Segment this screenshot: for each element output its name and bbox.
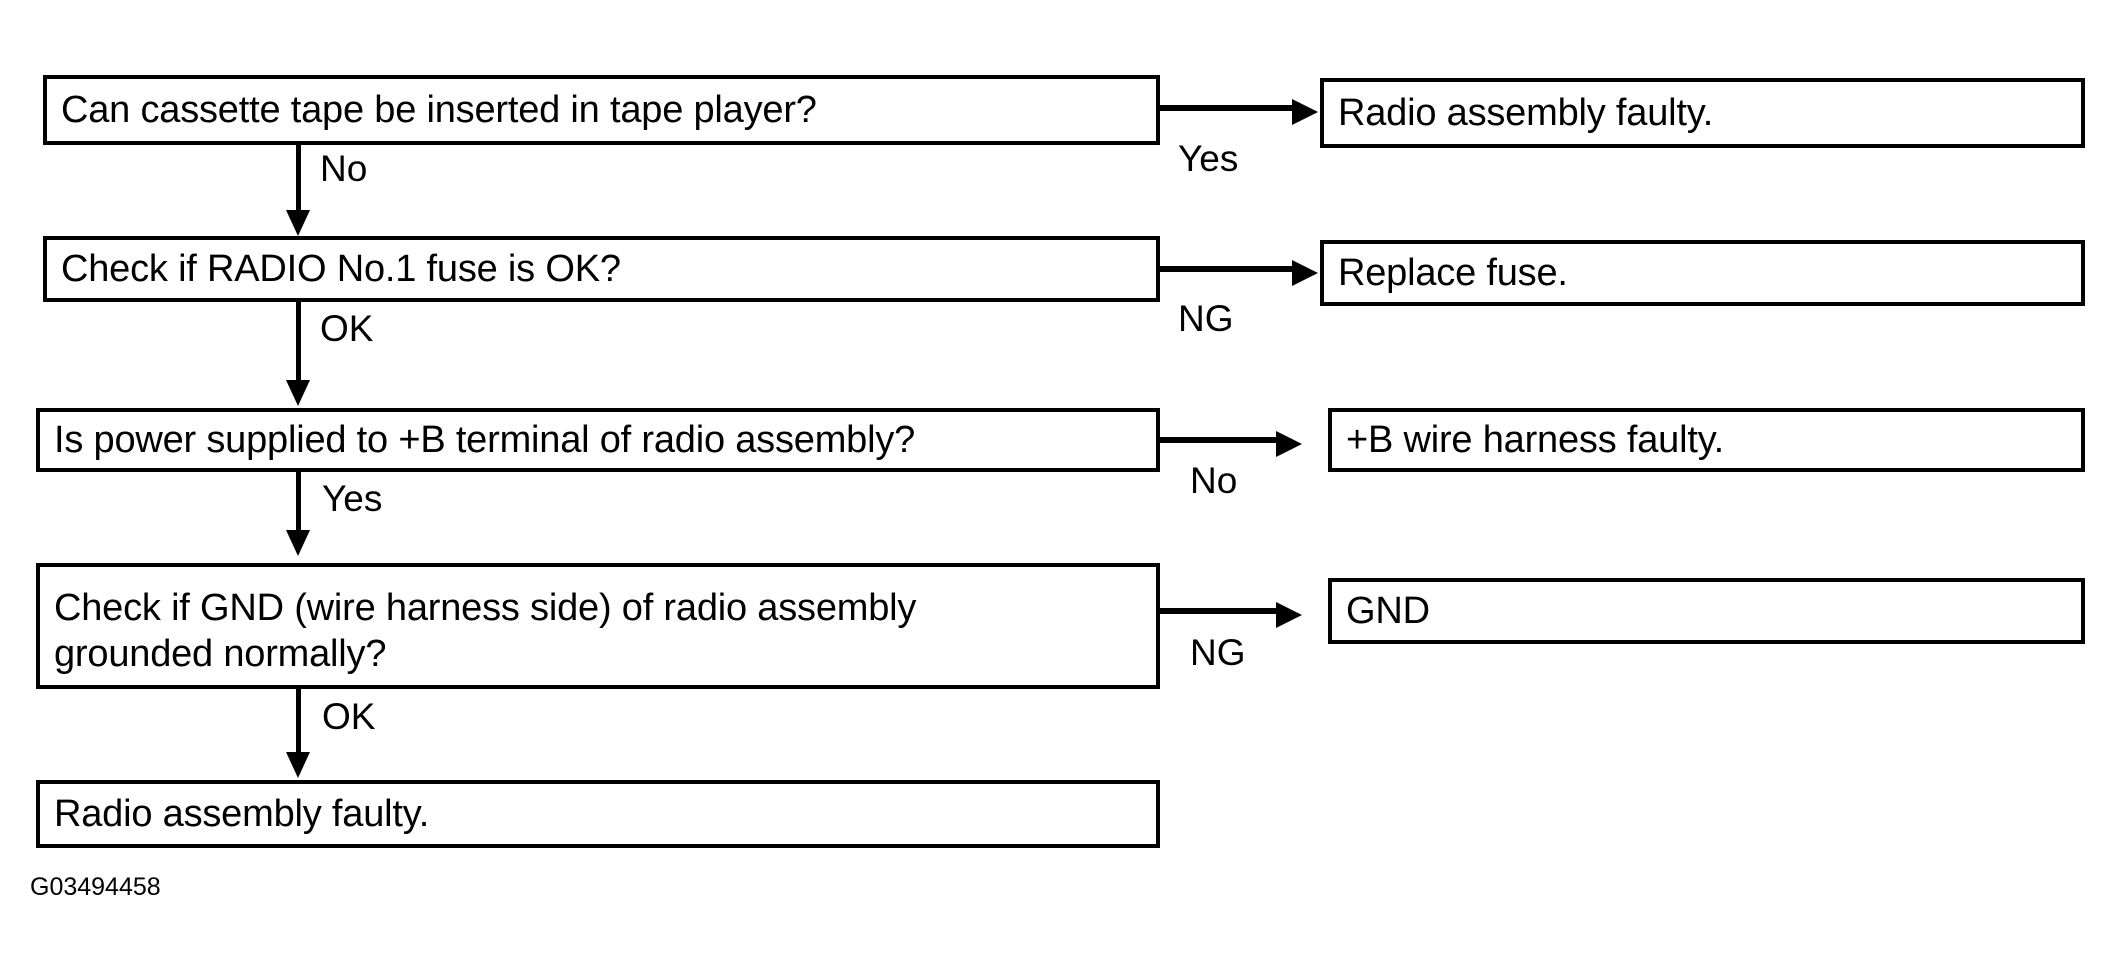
branch-label-4: NG [1190,632,1246,673]
down-connector-arrowhead-4 [286,752,310,778]
branch-connector-line-2 [1160,266,1294,272]
flow-node-result-1[interactable]: Radio assembly faulty. [1320,78,2085,148]
figure-code-label: G03494458 [30,873,161,901]
down-connector-arrowhead-1 [286,210,310,236]
branch-connector-line-4 [1160,608,1278,614]
branch-connector-arrowhead-2 [1292,260,1318,286]
branch-connector-line-3 [1160,437,1278,443]
down-label-1: No [320,148,368,189]
flow-node-result-4-label: GND [1346,590,1430,632]
flow-node-question-4-label: Check if GND (wire harness side) of radi… [54,587,917,675]
flow-node-result-2[interactable]: Replace fuse. [1320,240,2085,306]
down-connector-line-2 [296,302,301,387]
flow-node-result-3-label: +B wire harness faulty. [1346,419,1725,461]
down-connector-line-3 [296,472,301,538]
flow-node-final-label: Radio assembly faulty. [54,793,430,835]
flow-node-question-2-label: Check if RADIO No.1 fuse is OK? [61,248,621,290]
flow-node-result-4[interactable]: GND [1328,578,2085,644]
branch-connector-arrowhead-4 [1276,602,1302,628]
branch-label-3: No [1190,460,1238,501]
flow-node-question-4[interactable]: Check if GND (wire harness side) of radi… [36,563,1160,689]
branch-label-2: NG [1178,298,1234,339]
down-label-3: Yes [322,478,383,519]
flow-node-result-3[interactable]: +B wire harness faulty. [1328,408,2085,472]
flow-node-question-3[interactable]: Is power supplied to +B terminal of radi… [36,408,1160,472]
down-label-4: OK [322,696,376,737]
down-connector-arrowhead-2 [286,380,310,406]
down-connector-line-4 [296,689,301,759]
flow-node-result-2-label: Replace fuse. [1338,252,1568,294]
branch-connector-line-1 [1160,105,1294,111]
branch-label-1: Yes [1178,138,1239,179]
branch-connector-arrowhead-1 [1292,99,1318,125]
flow-node-question-1-label: Can cassette tape be inserted in tape pl… [61,89,817,131]
flow-node-final[interactable]: Radio assembly faulty. [36,780,1160,848]
branch-connector-arrowhead-3 [1276,431,1302,457]
flow-node-question-2[interactable]: Check if RADIO No.1 fuse is OK? [43,236,1160,302]
flow-node-result-1-label: Radio assembly faulty. [1338,92,1714,134]
down-label-2: OK [320,308,374,349]
down-connector-arrowhead-3 [286,530,310,556]
down-connector-line-1 [296,145,301,217]
flow-node-question-1[interactable]: Can cassette tape be inserted in tape pl… [43,75,1160,145]
flow-node-question-3-label: Is power supplied to +B terminal of radi… [54,419,916,461]
